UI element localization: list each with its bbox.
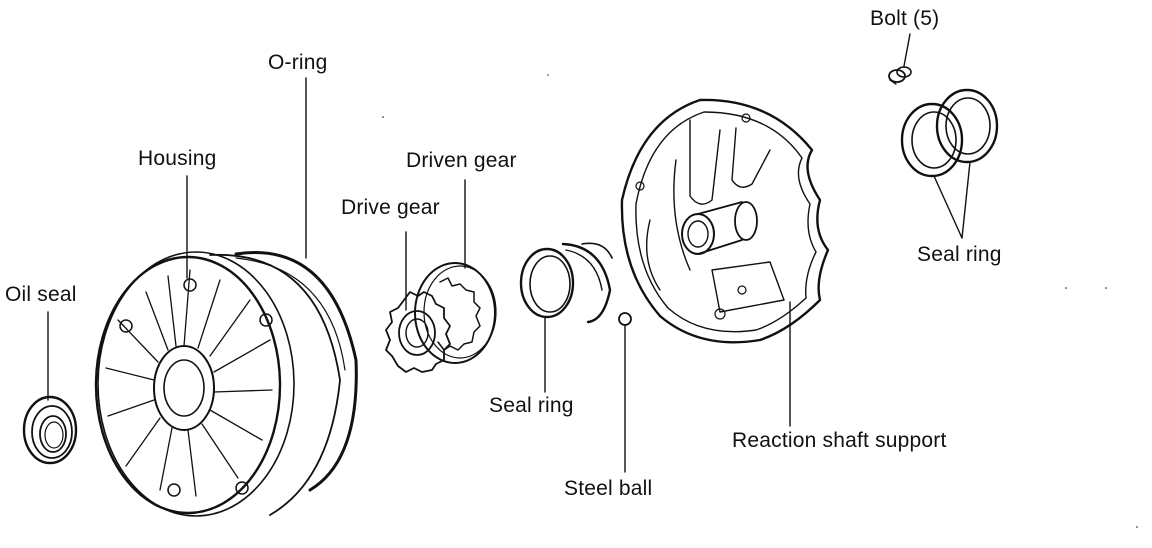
seal-ring-part-left [519,242,613,324]
driven-gear-part [414,262,497,364]
driven-gear-label: Driven gear [406,149,517,172]
reaction-shaft-support-label: Reaction shaft support [732,429,947,452]
o-ring-label: O-ring [268,51,328,74]
drive-gear-part [385,291,451,373]
o-ring-part [234,251,358,492]
bolt-label: Bolt (5) [870,7,940,30]
bolt-part [888,66,912,85]
leader-bolt [903,33,911,67]
scan-specks [382,74,1138,528]
drive-gear-label: Drive gear [341,196,440,219]
housing-part [94,251,346,517]
leader-seal-ring-right-a [933,175,963,239]
housing-label: Housing [138,147,217,170]
steel-ball-part [618,312,632,326]
oil-seal-label: Oil seal [5,283,77,306]
reaction-shaft-support-part [620,98,830,344]
oil-seal-part [22,395,78,465]
leader-lines [47,33,971,473]
seal-ring-right-label: Seal ring [917,243,1002,266]
seal-ring-left-label: Seal ring [489,394,574,417]
seal-ring-part-right [900,88,999,178]
steel-ball-label: Steel ball [564,477,653,500]
leader-seal-ring-right-b [961,161,971,239]
